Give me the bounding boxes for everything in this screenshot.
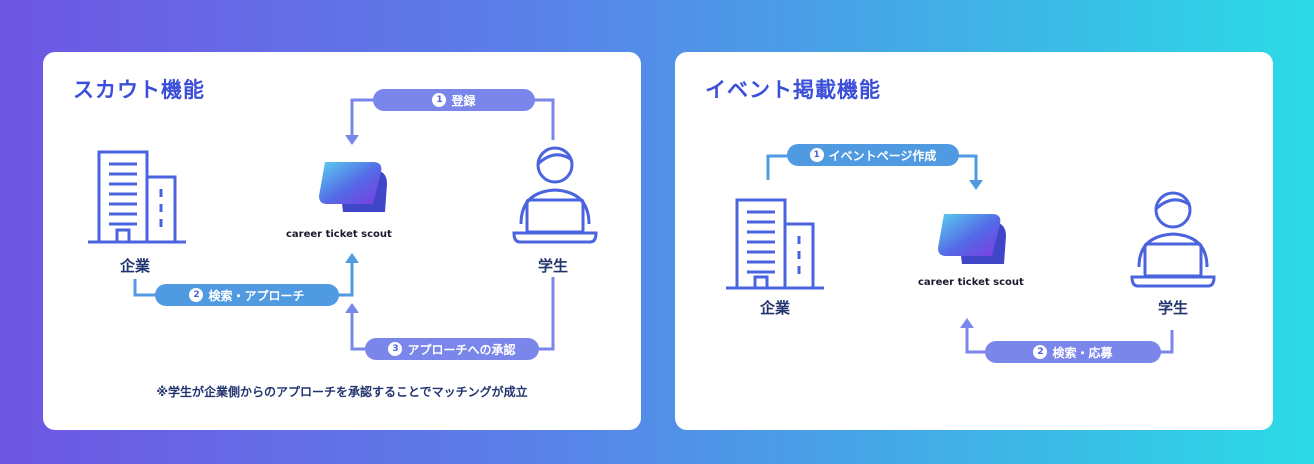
arrow-up-icon — [960, 318, 974, 328]
company-label: 企業 — [119, 257, 150, 275]
step-pill-search-apply: 2 検索・応募 — [985, 341, 1161, 363]
career-ticket-scout-logo — [319, 162, 387, 212]
arrow-down-icon — [969, 180, 983, 190]
step-number-badge: 2 — [1033, 345, 1048, 359]
arrow-up-icon — [345, 253, 359, 263]
step-label: イベントページ作成 — [828, 148, 937, 163]
matching-note: ※学生が企業側からのアプローチを承認することでマッチングが成立 — [156, 385, 528, 399]
step-pill-create-event: 1 イベントページ作成 — [787, 144, 959, 166]
step-number-badge: 1 — [432, 93, 447, 107]
event-feature-card: イベント掲載機能 — [675, 52, 1273, 430]
student-laptop-icon — [512, 146, 598, 244]
step-number-badge: 1 — [809, 148, 824, 162]
brand-name: career ticket scout — [286, 229, 392, 240]
step-label: 検索・アプローチ — [208, 288, 305, 303]
company-building-icon — [88, 150, 186, 244]
step-number-badge: 3 — [388, 342, 403, 356]
step-label: 検索・応募 — [1052, 345, 1113, 360]
scout-title: スカウト機能 — [73, 78, 205, 102]
arrow-down-icon — [345, 135, 359, 145]
event-flow-diagram — [726, 154, 1216, 354]
step-label: 登録 — [451, 93, 476, 108]
brand-name: career ticket scout — [918, 277, 1024, 288]
company-building-icon — [726, 198, 824, 290]
step-label: アプローチへの承認 — [407, 342, 516, 357]
step-pill-register: 1 登録 — [373, 89, 535, 111]
student-label: 学生 — [1157, 299, 1188, 317]
event-title: イベント掲載機能 — [705, 78, 881, 102]
step-pill-approval: 3 アプローチへの承認 — [365, 338, 539, 360]
company-label: 企業 — [759, 299, 790, 317]
student-label: 学生 — [537, 257, 568, 275]
arrow-up-icon — [345, 303, 359, 313]
career-ticket-scout-logo — [938, 214, 1006, 264]
step-number-badge: 2 — [189, 288, 204, 302]
scout-flow-diagram — [88, 98, 598, 351]
scout-feature-card: スカウト機能 — [43, 52, 641, 430]
step-pill-search-approach: 2 検索・アプローチ — [155, 284, 339, 306]
student-laptop-icon — [1130, 191, 1216, 288]
